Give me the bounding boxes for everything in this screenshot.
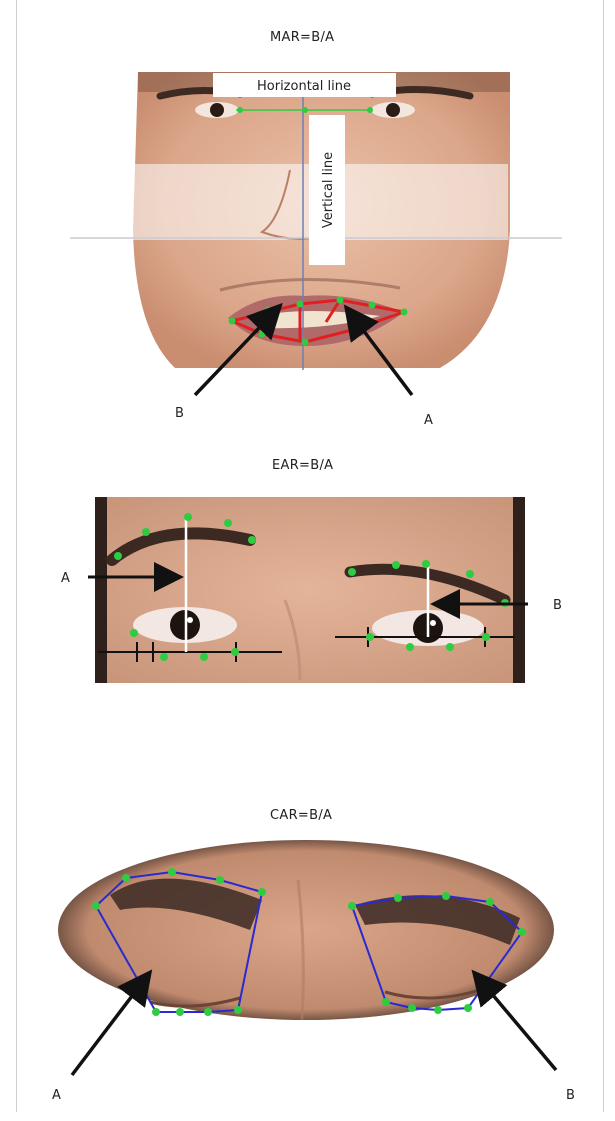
mar-label-a: A bbox=[424, 413, 433, 428]
car-arrow-a bbox=[72, 975, 148, 1075]
car-panel: A B bbox=[52, 840, 575, 1103]
mar-label-b: B bbox=[175, 406, 184, 421]
ear-panel: A B bbox=[61, 497, 562, 683]
horizontal-line-label: Horizontal line bbox=[257, 79, 351, 94]
car-label-a: A bbox=[52, 1088, 61, 1103]
ear-photo bbox=[95, 497, 525, 683]
car-arrow-b bbox=[476, 975, 556, 1070]
vertical-line-label: Vertical line bbox=[321, 152, 336, 228]
ear-label-b: B bbox=[553, 598, 562, 613]
mar-panel: Horizontal line Vertical line bbox=[70, 72, 562, 428]
ear-label-a: A bbox=[61, 571, 70, 586]
car-label-b: B bbox=[566, 1088, 575, 1103]
